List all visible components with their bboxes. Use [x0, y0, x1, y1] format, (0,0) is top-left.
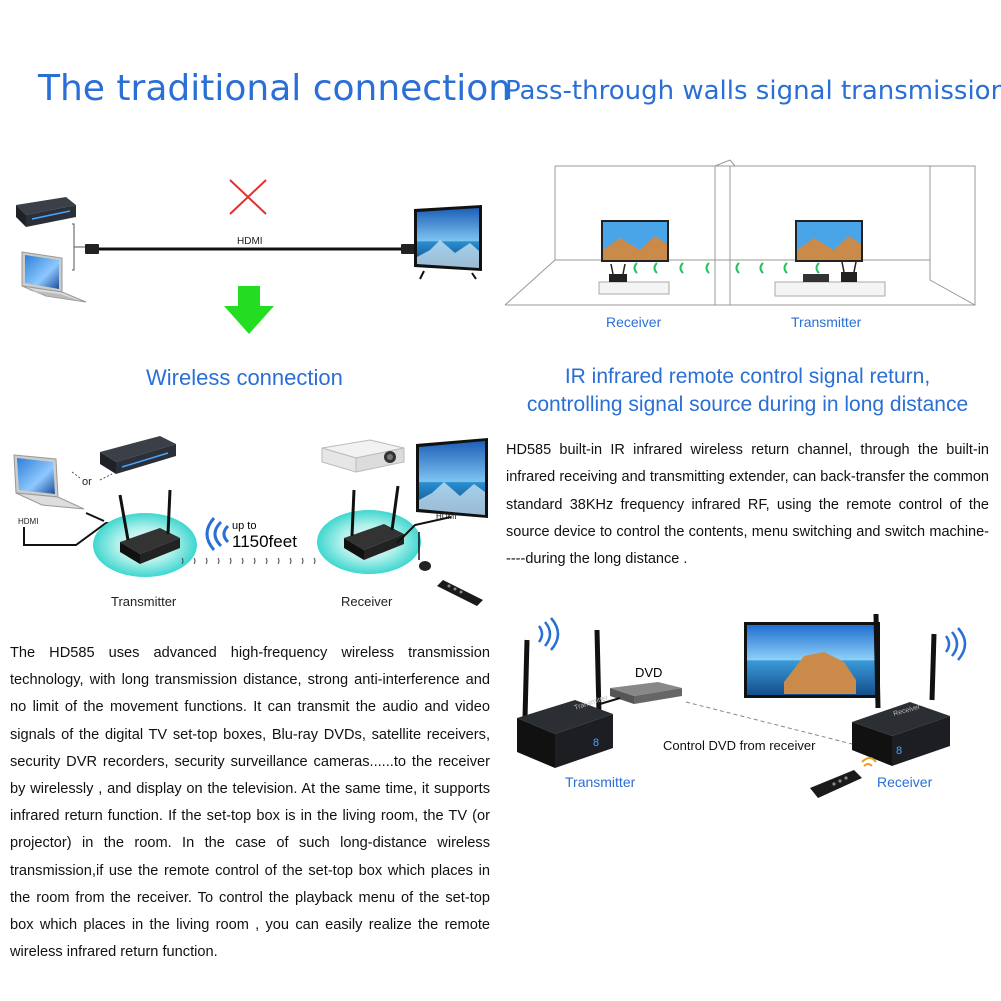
- label-transmitter-bottom: Transmitter: [565, 774, 636, 790]
- title-ir-line1: IR infrared remote control signal return…: [564, 365, 931, 388]
- label-or: or: [82, 476, 92, 488]
- main-description: The HD585 uses advanced high-frequency w…: [10, 645, 490, 961]
- label-up-to: up to: [232, 520, 257, 532]
- title-ir-line2: controlling signal source during in long…: [526, 393, 969, 416]
- or-dashes: [71, 471, 113, 481]
- set-top-box-icon: [100, 436, 176, 474]
- antenna-box-icon: Transmitter 8: [517, 617, 613, 768]
- title-passthrough: Pass-through walls signal transmission: [505, 76, 1001, 106]
- svg-text:8: 8: [593, 737, 599, 749]
- label-transmitter-mid: Transmitter: [111, 594, 177, 609]
- remote-icon: [810, 757, 877, 798]
- set-top-box-icon: [16, 197, 76, 227]
- ir-path: [599, 697, 861, 747]
- tv-icon: [414, 205, 482, 280]
- tv-icon: [416, 438, 488, 518]
- wifi-signal-icon: [205, 517, 230, 551]
- ir-description: HD585 built-in IR infrared wireless retu…: [506, 442, 989, 568]
- label-transmitter-room: Transmitter: [791, 314, 862, 330]
- label-distance: 1150feet: [232, 532, 297, 551]
- projector-icon: [321, 439, 405, 473]
- laptop-icon: [21, 251, 87, 303]
- label-receiver-room: Receiver: [606, 314, 662, 330]
- title-wireless: Wireless connection: [146, 365, 343, 390]
- svg-text:8: 8: [896, 745, 902, 757]
- hdmi-cable-right: [396, 516, 452, 544]
- label-control-dvd: Control DVD from receiver: [663, 738, 816, 753]
- dvd-player-icon: [610, 682, 682, 704]
- cross-icon: [229, 179, 267, 215]
- down-arrow-icon: [224, 286, 274, 334]
- room-diagram: [504, 159, 976, 306]
- signal-dots: [181, 557, 316, 565]
- hdmi-cable: [85, 244, 415, 254]
- label-hdmi-left: HDMI: [18, 517, 39, 526]
- label-receiver-mid: Receiver: [341, 594, 393, 609]
- label-hdmi-right: HDMI: [436, 512, 457, 521]
- label-receiver-bottom: Receiver: [877, 774, 933, 790]
- antenna-box-icon: Receiver 8: [852, 613, 967, 766]
- antenna-box-icon: [93, 489, 197, 577]
- title-traditional: The traditional connection: [38, 68, 512, 109]
- antenna-box-icon: [317, 485, 421, 574]
- remote-icon: [418, 532, 483, 606]
- tv-icon: [744, 622, 880, 698]
- label-dvd: DVD: [635, 665, 663, 680]
- laptop-icon: [13, 454, 85, 510]
- hdmi-cable-label: HDMI: [237, 236, 263, 247]
